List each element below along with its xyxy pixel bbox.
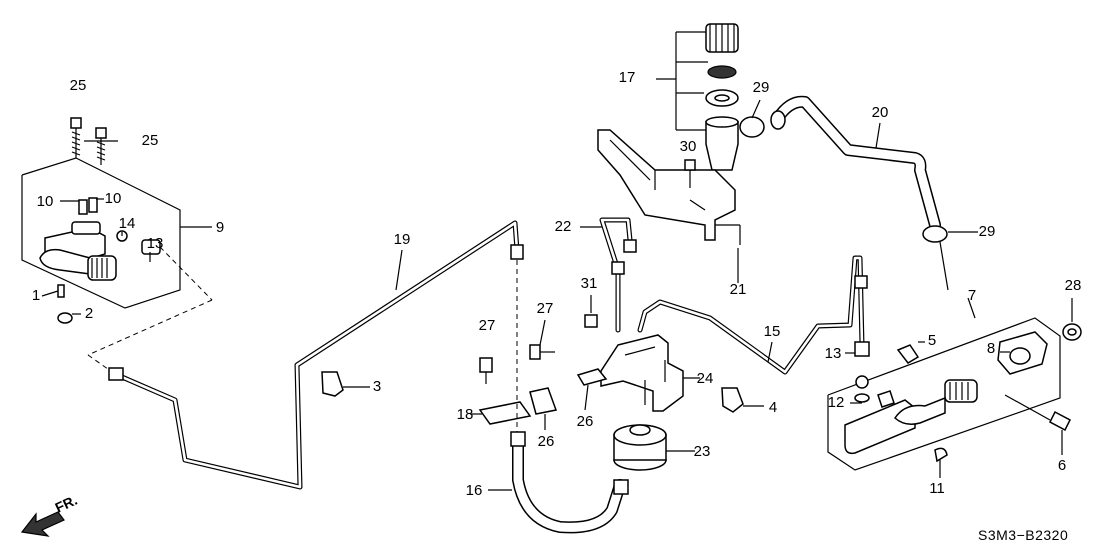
callout-l21: 21 (730, 281, 747, 298)
clip-26-b (529, 387, 558, 430)
callout-l30: 30 (680, 138, 697, 155)
callout-l16: 16 (466, 482, 483, 499)
callout-l14: 14 (119, 215, 136, 232)
callout-l27b: 27 (479, 317, 496, 334)
hose-20 (770, 95, 941, 231)
slave-cylinder-box (21, 157, 181, 309)
callout-l12: 12 (828, 394, 845, 411)
bolt-25-a (70, 117, 82, 158)
master-cylinder (844, 323, 1082, 463)
pipe-22 (580, 217, 637, 333)
callout-l20: 20 (872, 104, 889, 121)
callout-l4: 4 (769, 399, 777, 416)
bracket-18 (470, 401, 532, 425)
callout-l22: 22 (555, 218, 572, 235)
front-direction-label: FR. (53, 492, 80, 516)
clip-29-b (922, 225, 978, 291)
bolt-31 (584, 295, 598, 328)
damper-23 (613, 424, 695, 471)
callout-l18: 18 (457, 406, 474, 423)
front-direction-marker: FR. (20, 492, 80, 537)
callout-l17: 17 (619, 69, 636, 86)
callout-l6: 6 (1058, 457, 1066, 474)
callout-l25b: 25 (142, 132, 159, 149)
pipe-19 (108, 220, 524, 490)
callout-l1: 1 (32, 287, 40, 304)
callout-l26a: 26 (577, 413, 594, 430)
reservoir-17 (656, 23, 739, 171)
callout-l23: 23 (694, 443, 711, 460)
callout-l31: 31 (581, 275, 598, 292)
callout-l7: 7 (968, 287, 976, 304)
callout-l19: 19 (394, 231, 411, 248)
diagram-code: S3M3−B2320 (978, 527, 1068, 543)
bolt-30 (684, 159, 696, 188)
bolt-27-a (529, 319, 555, 360)
clamp-4 (721, 387, 764, 413)
callout-l24: 24 (697, 370, 714, 387)
clamp-3 (321, 371, 370, 397)
callout-l27a: 27 (537, 300, 554, 317)
callout-l9: 9 (216, 219, 224, 236)
callout-l25a: 25 (70, 77, 87, 94)
clip-29-a (739, 99, 765, 138)
callout-l13b: 13 (825, 345, 842, 362)
callout-l29b: 29 (979, 223, 996, 240)
pipe-15 (637, 255, 870, 375)
callout-l8: 8 (987, 340, 995, 357)
callout-l26b: 26 (538, 433, 555, 450)
callout-l5: 5 (928, 332, 936, 349)
callout-l15: 15 (764, 323, 781, 340)
leaders-right (845, 298, 1073, 478)
clip-26-a (576, 368, 608, 411)
bracket-21 (597, 129, 741, 283)
bracket-24 (600, 334, 700, 412)
slave-cylinder (39, 197, 161, 324)
hose-16 (488, 260, 629, 534)
callout-l28: 28 (1065, 277, 1082, 294)
master-cylinder-box (827, 297, 1061, 471)
callout-l3: 3 (373, 378, 381, 395)
callout-l10b: 10 (105, 190, 122, 207)
callout-l10a: 10 (37, 193, 54, 210)
callout-l13a: 13 (147, 235, 164, 252)
bolt-27-b (479, 357, 493, 384)
callout-l29a: 29 (753, 79, 770, 96)
callout-l11: 11 (929, 480, 945, 497)
bolt-25-b (95, 127, 107, 165)
callout-l2: 2 (85, 305, 93, 322)
